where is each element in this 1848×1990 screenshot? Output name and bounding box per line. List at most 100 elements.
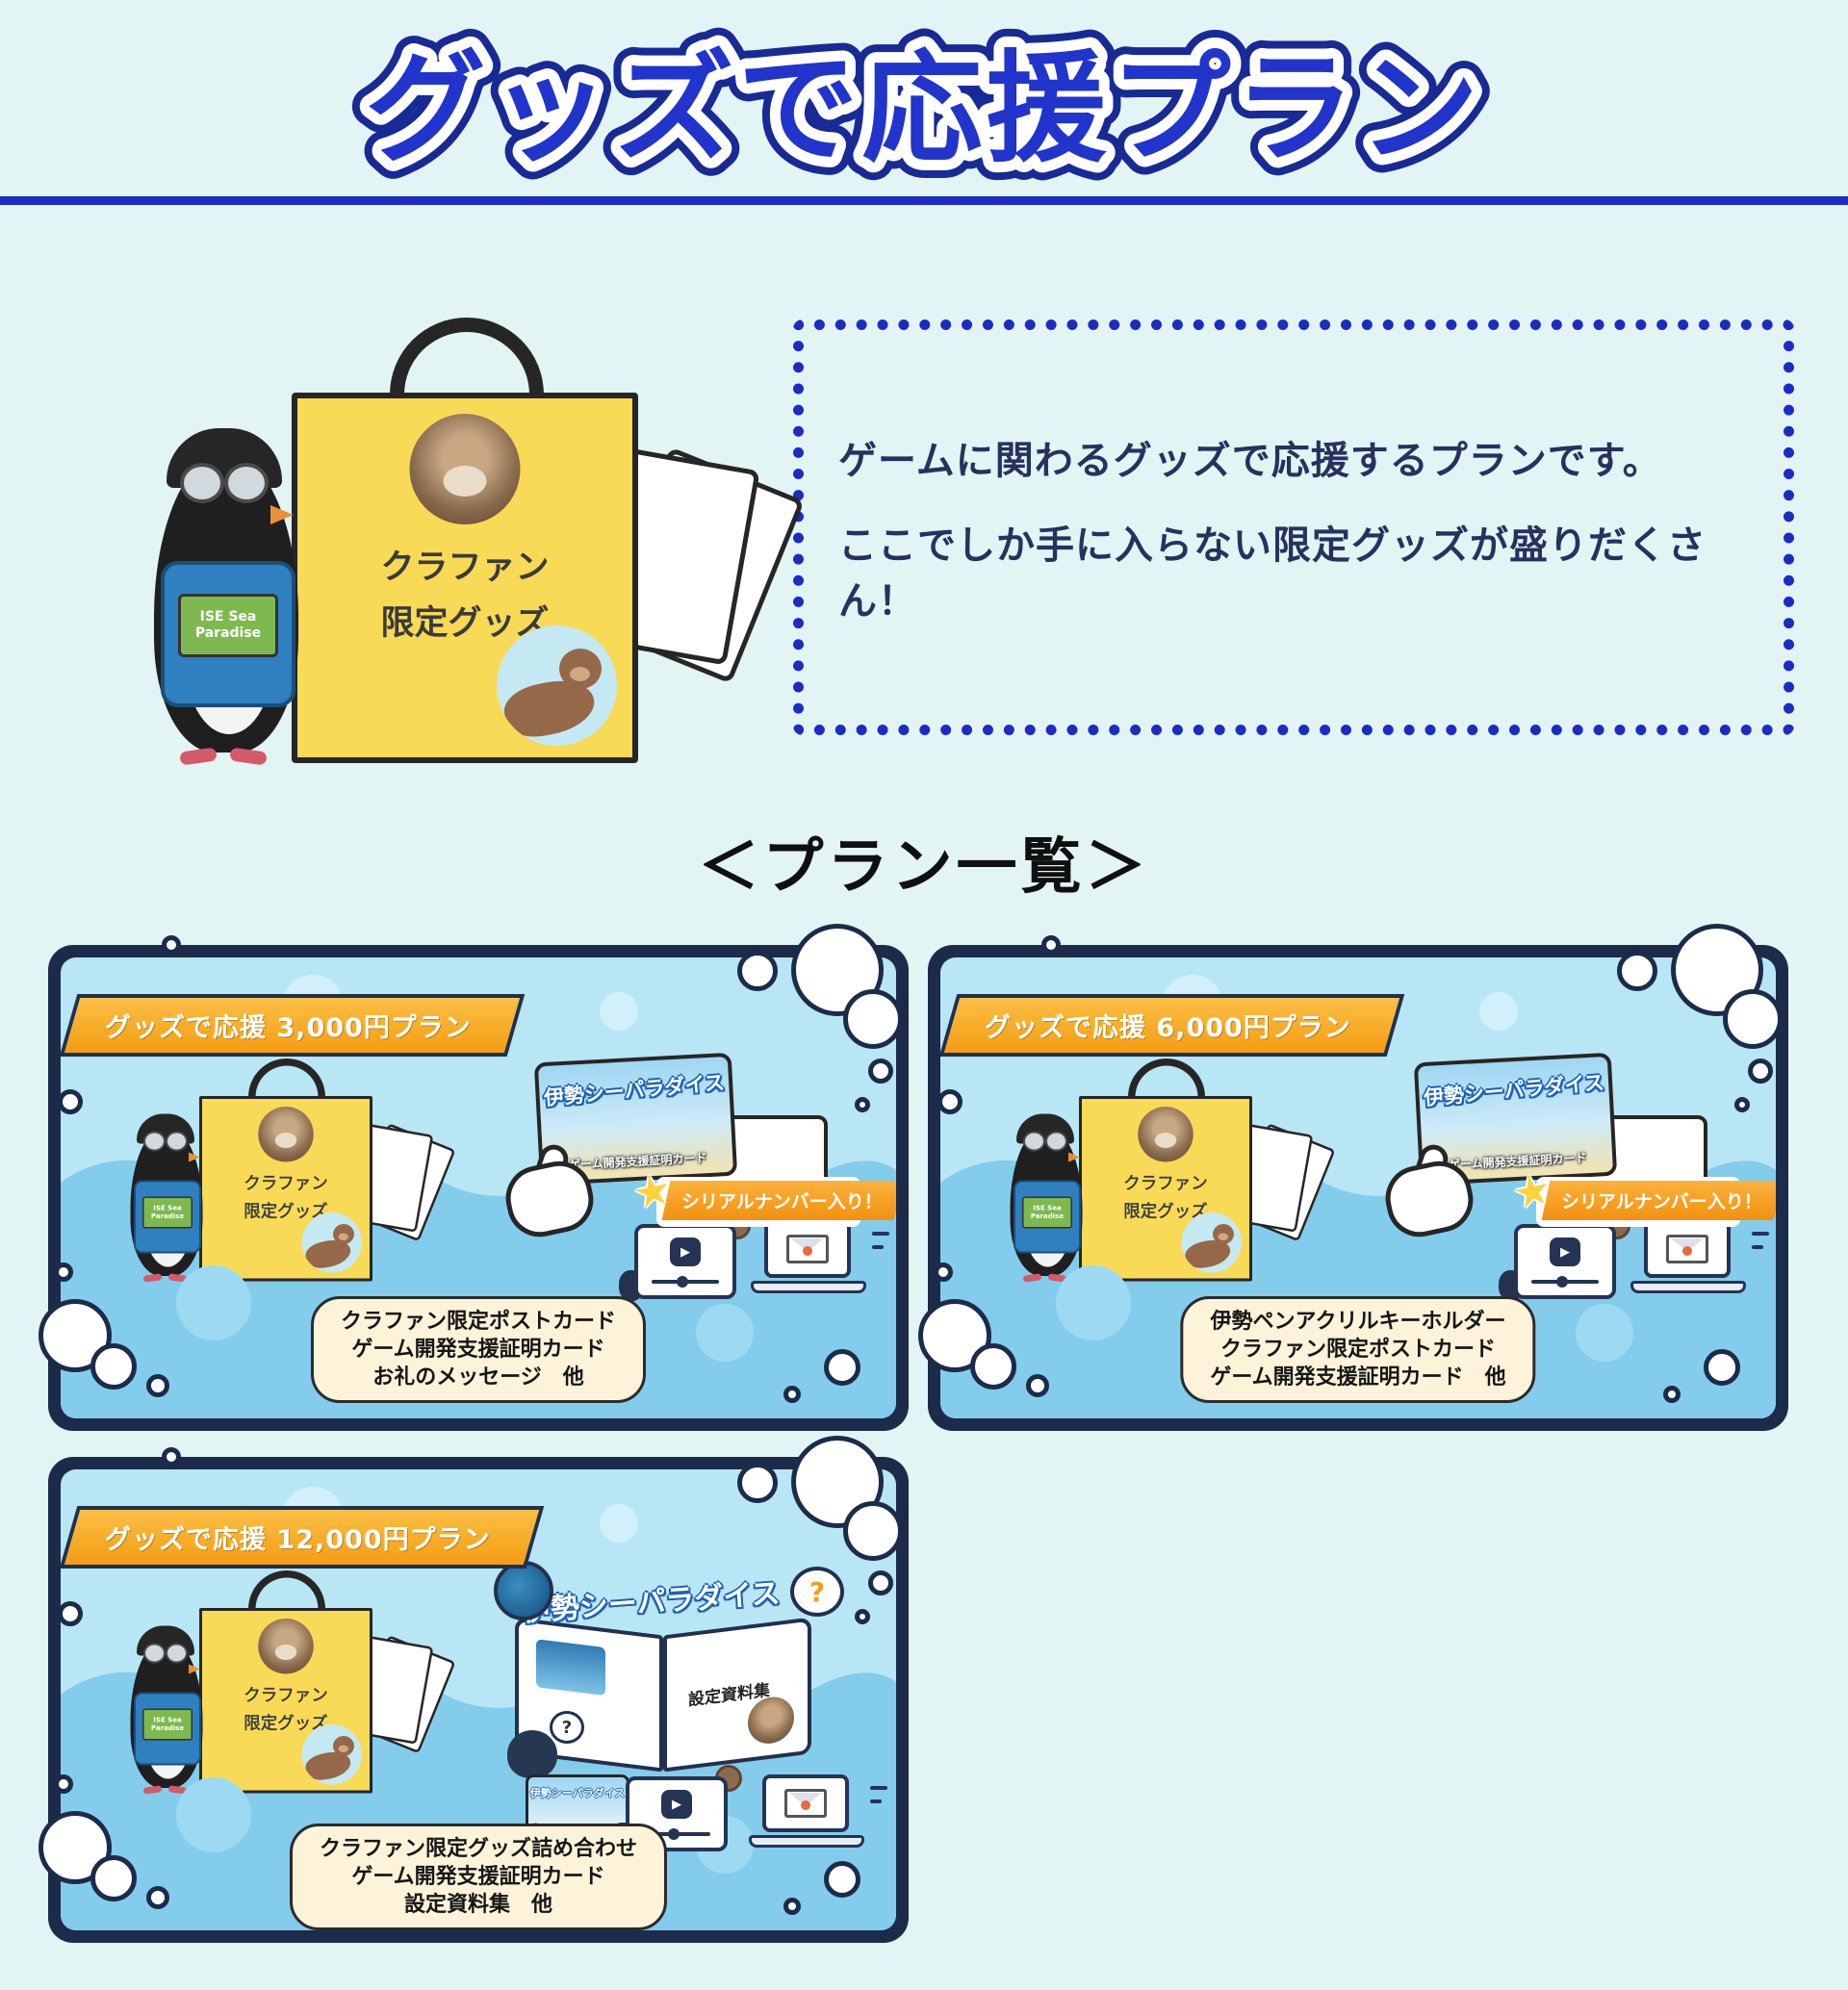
mascot-goods-illustration: クラファン 限定グッズ bbox=[1008, 1059, 1336, 1283]
video-player-icon: ▶ bbox=[1499, 1212, 1630, 1301]
question-bubble-icon: ? bbox=[790, 1567, 844, 1617]
serial-badge-label: シリアルナンバー入り！ bbox=[681, 1191, 883, 1212]
plan-list-heading: ＜プラン一覧＞ bbox=[698, 831, 1150, 902]
bubble-decoration bbox=[868, 1570, 893, 1595]
bubble-blob bbox=[1576, 1304, 1633, 1362]
plan-banner-label: グッズで応援 12,000円プラン bbox=[105, 1525, 491, 1555]
plan-banner: グッズで応援 3,000円プラン bbox=[61, 994, 526, 1057]
bubble-decoration bbox=[1041, 935, 1061, 955]
video-player-icon: ▶ bbox=[619, 1212, 751, 1301]
bubble-decoration bbox=[843, 1501, 903, 1561]
bubble-decoration bbox=[162, 1447, 181, 1467]
bubble-decoration bbox=[1734, 1097, 1750, 1112]
serial-badge-label: シリアルナンバー入り！ bbox=[1561, 1191, 1762, 1212]
bubble-blob bbox=[176, 1265, 251, 1340]
penguin-mascot: ISE Sea Paradise bbox=[128, 1625, 210, 1794]
vest-tag: ISE Sea Paradise bbox=[142, 1708, 192, 1741]
reward-line: ゲーム開発支援証明カード bbox=[351, 1338, 605, 1363]
goggles-icon bbox=[141, 1131, 190, 1152]
game-logo: 伊勢シーパラダイス bbox=[543, 1070, 726, 1110]
hand-icon bbox=[497, 1140, 603, 1243]
bubble-blob bbox=[1056, 1265, 1131, 1340]
bubble-decoration bbox=[1748, 1059, 1773, 1084]
goods-bag: クラファン 限定グッズ bbox=[199, 1608, 372, 1794]
video-player-icon: ▶ bbox=[610, 1765, 742, 1853]
penguin-mascot: ISE Sea Paradise bbox=[149, 428, 313, 763]
seal-icon bbox=[1181, 1212, 1242, 1273]
plan-card-3000: グッズで応援 3,000円プラン クラファン 限定グッズ bbox=[38, 924, 909, 1431]
progress-bar bbox=[1531, 1276, 1599, 1288]
bubble-decoration bbox=[843, 989, 903, 1049]
hand-icon bbox=[1376, 1140, 1482, 1243]
bubble-decoration bbox=[737, 1463, 778, 1503]
otter-photo bbox=[748, 1694, 794, 1747]
bubble-decoration bbox=[855, 1097, 870, 1112]
question-bubble-icon: ? bbox=[550, 1711, 584, 1744]
reward-line: 設定資料集 他 bbox=[403, 1893, 553, 1918]
bubble-blob bbox=[176, 1777, 251, 1852]
reward-line: ゲーム開発支援証明カード 他 bbox=[1210, 1365, 1506, 1390]
plan-banner: グッズで応援 12,000円プラン bbox=[61, 1506, 544, 1569]
vest-tag: ISE Sea Paradise bbox=[1022, 1196, 1072, 1229]
otter-photo bbox=[258, 1107, 314, 1162]
goods-bag: クラファン 限定グッズ bbox=[199, 1096, 372, 1282]
bubble-decoration bbox=[868, 1059, 893, 1084]
page-title-outline: グッズで応援プラン bbox=[366, 39, 1483, 179]
bubble-decoration bbox=[54, 1263, 73, 1282]
penguin-mascot: ISE Sea Paradise bbox=[128, 1113, 210, 1282]
mascot-goods-illustration: クラファン 限定グッズ bbox=[128, 1570, 456, 1795]
bubble-decoration bbox=[58, 1601, 83, 1626]
play-button-icon: ▶ bbox=[670, 1237, 701, 1266]
otter-photo bbox=[409, 414, 521, 524]
seal-icon bbox=[301, 1212, 362, 1273]
progress-bar bbox=[643, 1828, 710, 1840]
bubble-decoration bbox=[162, 935, 181, 955]
bubble-decoration bbox=[855, 1609, 870, 1624]
bubble-decoration bbox=[1663, 1386, 1681, 1403]
laptop-mail-icon bbox=[1630, 1220, 1769, 1293]
bag-label: クラファン 限定グッズ bbox=[1123, 1174, 1208, 1221]
bag-handle bbox=[248, 1059, 325, 1105]
plan-banner-label: グッズで応援 6,000円プラン bbox=[985, 1013, 1351, 1043]
mascot-peek bbox=[507, 1730, 557, 1778]
bubble-blob bbox=[600, 992, 638, 1031]
reward-line: クラファン限定グッズ詰め合わせ bbox=[319, 1837, 638, 1861]
plan-banner-label: グッズで応援 3,000円プラン bbox=[105, 1013, 472, 1043]
book-right-page: 設定資料集 bbox=[663, 1617, 811, 1773]
bubble-blob bbox=[1479, 992, 1518, 1031]
vest-tag: ISE Sea Paradise bbox=[178, 594, 278, 657]
laptop-mail-icon bbox=[751, 1220, 889, 1293]
bubble-decoration bbox=[824, 1861, 860, 1898]
goggles-icon bbox=[141, 1643, 190, 1664]
progress-bar bbox=[652, 1276, 719, 1288]
laptop-mail-icon bbox=[749, 1774, 887, 1848]
bubble-decoration bbox=[54, 1774, 73, 1794]
envelope-icon bbox=[786, 1235, 829, 1263]
bubble-decoration bbox=[1026, 1374, 1049, 1397]
reward-line: ゲーム開発支援証明カード bbox=[351, 1865, 605, 1890]
bubble-decoration bbox=[934, 1263, 953, 1282]
envelope-icon bbox=[1666, 1235, 1708, 1263]
bag-handle bbox=[1128, 1059, 1205, 1105]
description-box: ゲームに関わるグッズで応援するプランです。 ここでしか手に入らない限定グッズが盛… bbox=[793, 319, 1794, 735]
intro-line2: ここでしか手に入らない限定グッズが盛りだくさん！ bbox=[838, 523, 1707, 624]
motion-lines bbox=[1752, 1232, 1771, 1261]
intro-line1: ゲームに関わるグッズで応援するプランです。 bbox=[838, 439, 1662, 483]
plan-card-inner: グッズで応援 12,000円プラン クラファン 限定グッズ bbox=[61, 1469, 896, 1930]
hero-mascot: クラファン 限定グッズ ISE Sea Paradise bbox=[149, 318, 805, 765]
otter-photo bbox=[1138, 1107, 1194, 1162]
bubble-decoration bbox=[1723, 989, 1783, 1049]
bag-label: クラファン 限定グッズ bbox=[244, 1686, 328, 1733]
goggles-icon bbox=[176, 463, 272, 503]
rewards-bubble: 伊勢ペンアクリルキーホルダー クラファン限定ポストカード ゲーム開発支援証明カー… bbox=[1180, 1296, 1536, 1404]
play-button-icon: ▶ bbox=[661, 1790, 692, 1819]
reward-line: クラファン限定ポストカード bbox=[1219, 1338, 1496, 1363]
mini-mascot: クラファン 限定グッズ bbox=[128, 1059, 696, 1418]
bubble-decoration bbox=[58, 1089, 83, 1114]
bubble-decoration bbox=[824, 1349, 860, 1386]
game-logo: 伊勢シーパラダイス bbox=[529, 1787, 626, 1799]
plan-card-6000: グッズで応援 6,000円プラン クラファン 限定グッズ bbox=[918, 924, 1788, 1431]
bubble-decoration bbox=[90, 1855, 137, 1901]
bag-label-line1: クラファン bbox=[380, 549, 550, 587]
